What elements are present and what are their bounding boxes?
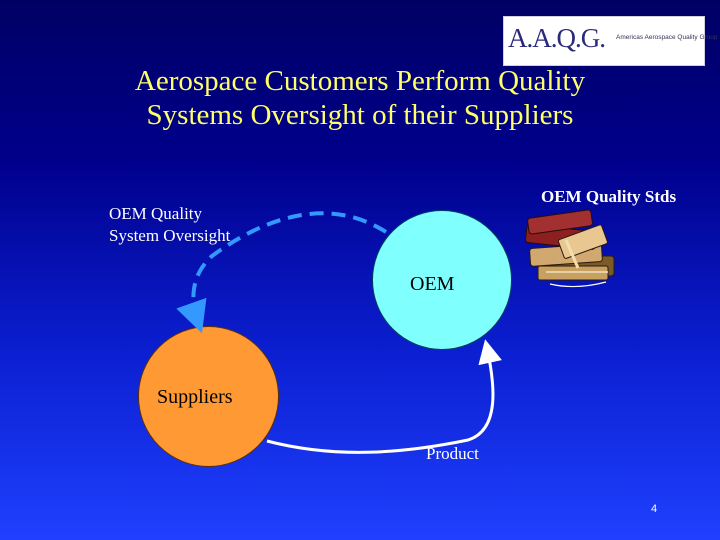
oversight-label-line-2: System Oversight xyxy=(109,226,231,245)
standards-label: OEM Quality Stds xyxy=(541,187,677,206)
product-arrow xyxy=(266,339,502,454)
oversight-label-line-1: OEM Quality xyxy=(109,204,203,223)
logo-tagline: Americas Aerospace Quality Group xyxy=(616,34,718,41)
title-line-1: Aerospace Customers Perform Quality xyxy=(134,65,586,97)
oem-label: OEM xyxy=(410,273,455,295)
suppliers-circle xyxy=(138,326,279,467)
page-number: 4 xyxy=(651,503,658,515)
slide-title: Aerospace Customers Perform Quality Syst… xyxy=(60,64,660,132)
aaqg-logo: A.A.Q.G. Americas Aerospace Quality Grou… xyxy=(503,16,718,66)
books-icon xyxy=(525,209,615,288)
suppliers-label: Suppliers xyxy=(157,386,233,408)
oversight-label: OEM Quality System Oversight xyxy=(109,203,269,247)
oversight-arrow xyxy=(176,211,388,334)
oem-circle xyxy=(372,210,512,350)
title-line-2: Systems Oversight of their Suppliers xyxy=(146,99,574,131)
product-label: Product xyxy=(426,444,479,463)
logo-letters: A.A.Q.G. xyxy=(508,23,606,53)
